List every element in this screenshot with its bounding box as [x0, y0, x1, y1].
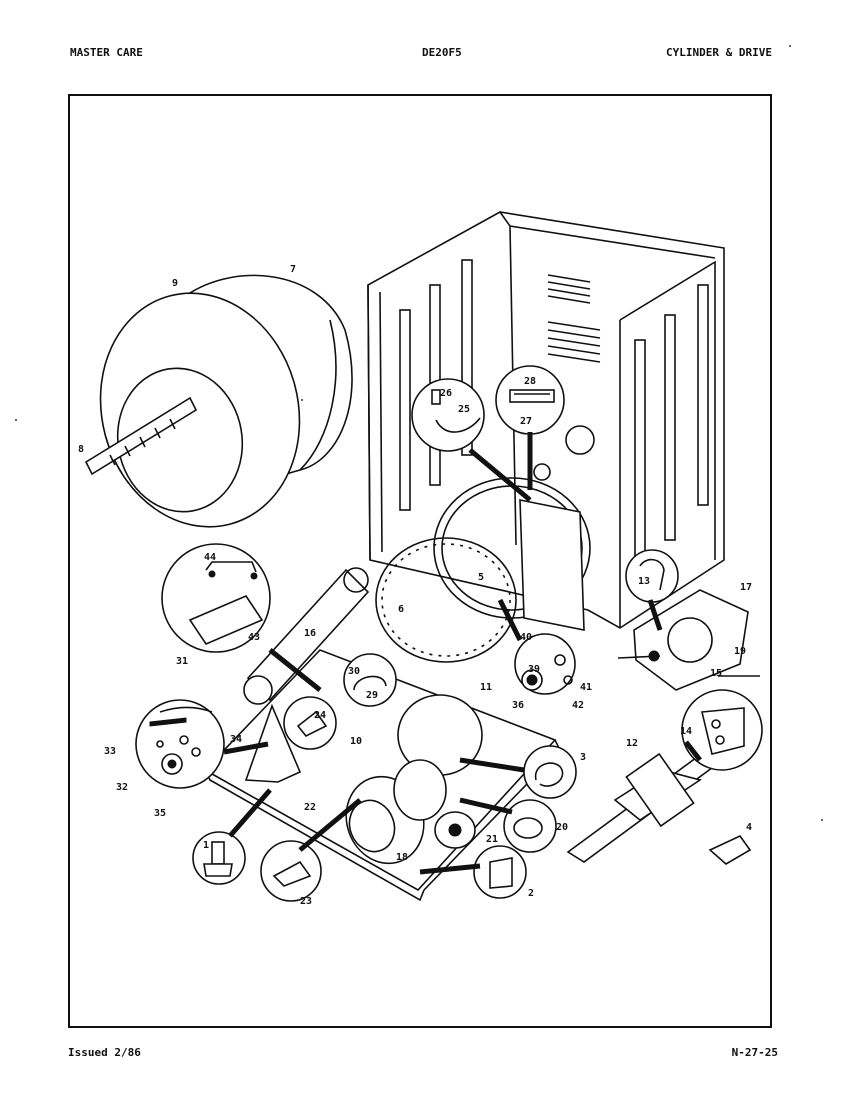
callout-9: 9 — [172, 278, 178, 289]
callout-5: 5 — [478, 572, 484, 583]
callout-27: 27 — [520, 416, 532, 427]
callout-31: 31 — [176, 656, 188, 667]
callout-8: 8 — [78, 444, 84, 455]
callout-35: 35 — [154, 808, 166, 819]
callout-22: 22 — [304, 802, 316, 813]
header-section: CYLINDER & DRIVE — [666, 46, 772, 59]
callout-23: 23 — [300, 896, 312, 907]
footer-page-code: N-27-25 — [731, 1046, 778, 1059]
callout-6: 6 — [398, 604, 404, 615]
idler-bracket — [566, 751, 722, 863]
callout-15: 15 — [710, 668, 722, 679]
callout-40: 40 — [520, 632, 532, 643]
callout-2: 2 — [528, 888, 534, 899]
drum-baffle — [84, 396, 198, 476]
callout-20: 20 — [556, 822, 568, 833]
callout-36: 36 — [512, 700, 524, 711]
callout-13: 13 — [638, 576, 650, 587]
callout-1: 1 — [203, 840, 209, 851]
diagram-frame — [68, 94, 772, 1028]
callout-10: 10 — [350, 736, 362, 747]
header-brand: MASTER CARE — [70, 46, 143, 59]
callout-29: 29 — [366, 690, 378, 701]
callout-30: 30 — [348, 666, 360, 677]
callout-4: 4 — [746, 822, 752, 833]
drum — [84, 274, 353, 528]
callout-33: 33 — [104, 746, 116, 757]
duct-tube — [243, 567, 370, 705]
rear-vent — [547, 274, 601, 363]
drum-seals — [375, 477, 591, 663]
callout-17: 17 — [740, 582, 752, 593]
callout-16: 16 — [304, 628, 316, 639]
callout-3: 3 — [580, 752, 586, 763]
callout-11: 11 — [480, 682, 492, 693]
callout-43: 43 — [248, 632, 260, 643]
callout-7: 7 — [290, 264, 296, 275]
footer-issued: Issued 2/86 — [68, 1046, 141, 1059]
callout-42: 42 — [572, 700, 584, 711]
callout-labels: 1 2 3 4 5 6 7 8 9 10 11 12 13 14 15 16 1… — [78, 264, 752, 907]
callout-26: 26 — [440, 388, 452, 399]
callout-21: 21 — [486, 834, 498, 845]
callout-32: 32 — [116, 782, 128, 793]
callout-34: 34 — [230, 734, 242, 745]
detail-contents — [149, 389, 745, 889]
callout-14: 14 — [680, 726, 692, 737]
callout-39: 39 — [528, 664, 540, 675]
callout-19: 19 — [734, 646, 746, 657]
part-4 — [708, 834, 752, 865]
callout-18: 18 — [396, 852, 408, 863]
callout-24: 24 — [314, 710, 326, 721]
callout-25: 25 — [458, 404, 470, 415]
callout-28: 28 — [524, 376, 536, 387]
scan-specks — [15, 45, 823, 821]
callout-41: 41 — [580, 682, 592, 693]
callout-12: 12 — [626, 738, 638, 749]
callout-44: 44 — [204, 552, 216, 563]
motor-assembly — [617, 589, 760, 691]
leader-connectors — [223, 432, 702, 875]
header-model: DE20F5 — [422, 46, 462, 59]
